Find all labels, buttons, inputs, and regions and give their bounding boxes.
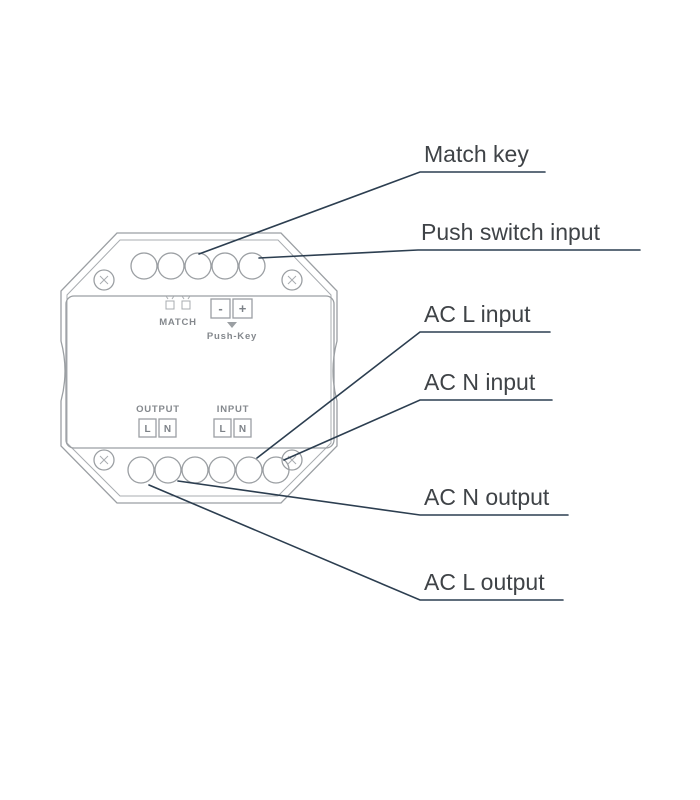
- top-terminal-1: [130, 252, 158, 280]
- push-key-minus-button: [210, 298, 231, 319]
- bottom-terminal-6-ac-n-in: [262, 456, 290, 484]
- match-label: MATCH: [159, 317, 197, 328]
- screw-icon: [281, 269, 303, 291]
- ac-n-output-callout-line: [177, 480, 569, 516]
- top-terminal-3-match: [184, 252, 212, 280]
- top-terminal-row: [130, 252, 266, 280]
- push-switch-input-callout-line: [258, 249, 641, 259]
- ac-l-input-callout-line: [256, 331, 551, 459]
- device-face-panel: [65, 295, 335, 449]
- screw-icon: [93, 269, 115, 291]
- push-key-label: Push-Key: [207, 331, 257, 342]
- ac-l-output-label: AC L output: [424, 569, 545, 595]
- output-n-label: N: [164, 424, 171, 435]
- match-key-callout-line: [198, 171, 546, 255]
- device-body: [60, 232, 338, 504]
- output-label: OUTPUT: [136, 404, 180, 415]
- callout-lines: [148, 171, 641, 601]
- bottom-terminal-1-ac-l-out: [127, 456, 155, 484]
- bottom-terminal-5-ac-l-in: [235, 456, 263, 484]
- bottom-terminal-4: [208, 456, 236, 484]
- match-key-label: Match key: [424, 141, 529, 167]
- push-key-minus-label: -: [218, 301, 222, 316]
- ac-l-output-callout-line: [148, 484, 564, 601]
- output-n-terminal-box: [158, 418, 177, 438]
- output-terminal-block: OUTPUT L N: [136, 404, 180, 438]
- push-switch-input-label: Push switch input: [421, 219, 601, 245]
- input-l-terminal-box: [213, 418, 232, 438]
- top-terminal-5-push: [238, 252, 266, 280]
- callout-labels: Match key Push switch input AC L input A…: [421, 141, 601, 595]
- input-label: INPUT: [217, 404, 250, 415]
- ac-n-output-label: AC N output: [424, 484, 550, 510]
- match-key-area: MATCH: [159, 295, 197, 328]
- push-key-arrow-icon: [227, 322, 237, 328]
- top-terminal-4: [211, 252, 239, 280]
- output-l-terminal-box: [138, 418, 157, 438]
- ac-l-input-label: AC L input: [424, 301, 531, 327]
- push-key-area: - + Push-Key: [207, 298, 257, 342]
- top-terminal-2: [157, 252, 185, 280]
- screw-icon: [93, 449, 115, 471]
- input-l-label: L: [219, 424, 225, 435]
- device-inner-outline: [66, 239, 332, 497]
- input-terminal-block: INPUT L N: [213, 404, 252, 438]
- bottom-terminal-3: [181, 456, 209, 484]
- match-key-icon: [165, 295, 191, 310]
- push-key-plus-label: +: [239, 301, 247, 316]
- device-outer-outline: [60, 232, 338, 504]
- input-n-terminal-box: [233, 418, 252, 438]
- bottom-terminal-2-ac-n-out: [154, 456, 182, 484]
- mounting-screws: [93, 269, 303, 471]
- ac-n-input-label: AC N input: [424, 369, 536, 395]
- bottom-terminal-row: [127, 456, 290, 484]
- input-n-label: N: [239, 424, 246, 435]
- output-l-label: L: [144, 424, 150, 435]
- push-key-plus-button: [232, 298, 253, 319]
- ac-n-input-callout-line: [283, 399, 553, 461]
